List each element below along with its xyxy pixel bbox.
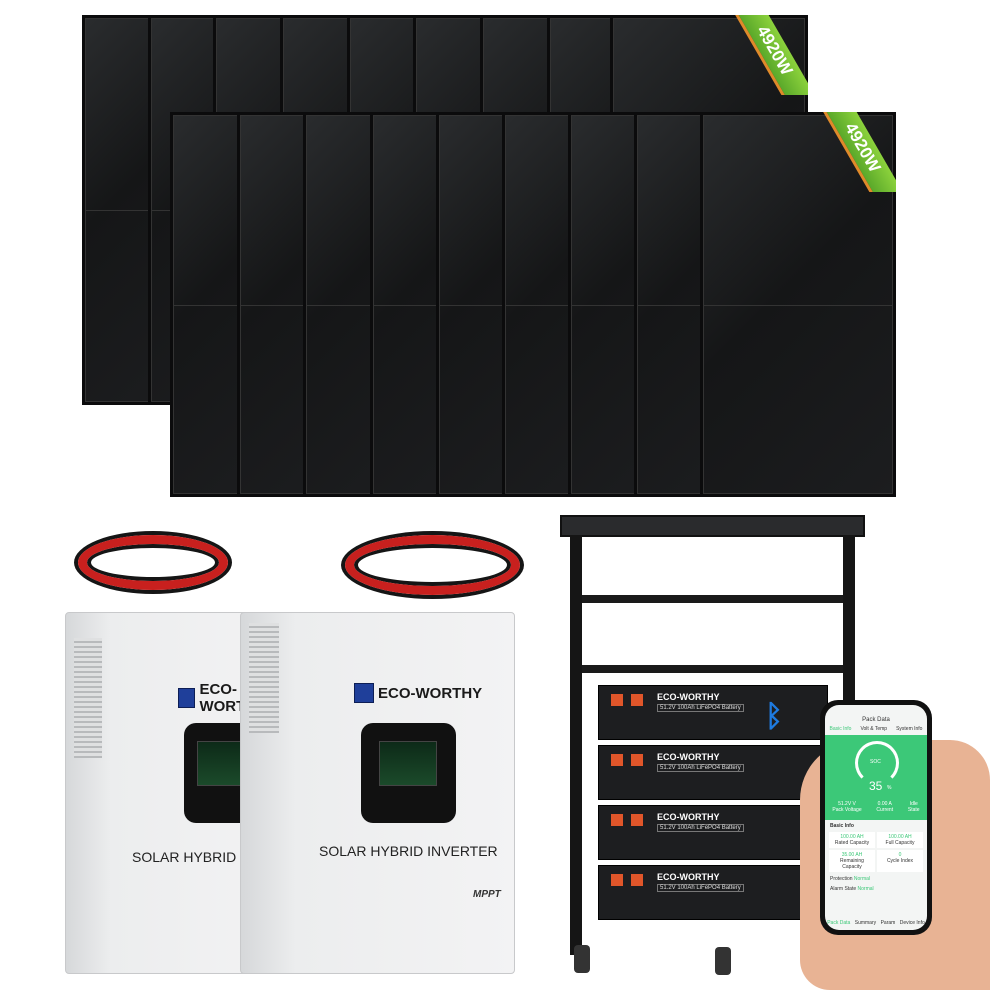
battery-label: 51.2V 100Ah LiFePO4 Battery [657, 764, 744, 772]
caster-wheel [574, 945, 590, 973]
inverter-title: SOLAR HYBRID INVERTER [319, 843, 498, 859]
logo-icon [354, 683, 374, 703]
bms-app-screen: Pack Data Basic Info Volt & Temp System … [825, 705, 927, 930]
inverter: ECO-WORTHY SOLAR HYBRID INVERTER MPPT [240, 612, 515, 974]
rack-bar [582, 595, 843, 603]
vent [249, 623, 279, 733]
tab-volt-temp[interactable]: Volt & Temp [860, 726, 888, 732]
smartphone: Pack Data Basic Info Volt & Temp System … [820, 700, 932, 935]
battery-label: 51.2V 100Ah LiFePO4 Battery [657, 704, 744, 712]
nav-device-info[interactable]: Device Info [899, 920, 925, 926]
brand-logo: ECO-WORTHY [354, 683, 482, 703]
inverter-title: SOLAR HYBRID [132, 849, 237, 865]
rack-bar [582, 665, 843, 673]
solar-panel: 4920W [700, 112, 896, 497]
cable-coil [345, 535, 520, 595]
soc-value: 35 [869, 779, 883, 793]
tab-system-info[interactable]: System Info [896, 726, 923, 732]
app-bottom-nav: Pack Data Summary Param Device Info [825, 920, 927, 926]
wattage-badge: 4920W [816, 112, 896, 192]
vent [74, 638, 102, 758]
battery-label: 51.2V 100Ah LiFePO4 Battery [657, 884, 744, 892]
nav-param[interactable]: Param [880, 920, 896, 926]
soc-gauge [855, 741, 899, 785]
rack-top [560, 515, 865, 537]
app-title: Pack Data [862, 717, 890, 723]
cable-coil [78, 535, 228, 590]
nav-summary[interactable]: Summary [854, 920, 877, 926]
inverter-display [361, 723, 456, 823]
logo-icon [178, 688, 196, 708]
bluetooth-icon: ᛒ [765, 700, 783, 733]
caster-wheel [715, 947, 731, 975]
mppt-mark: MPPT [473, 889, 501, 900]
nav-pack-data[interactable]: Pack Data [827, 920, 851, 926]
battery-label: 51.2V 100Ah LiFePO4 Battery [657, 824, 744, 832]
rack-post [570, 535, 582, 955]
wattage-badge: 4920W [728, 15, 808, 95]
app-tabs: Basic Info Volt & Temp System Info [825, 723, 927, 735]
tab-basic-info[interactable]: Basic Info [829, 726, 852, 732]
